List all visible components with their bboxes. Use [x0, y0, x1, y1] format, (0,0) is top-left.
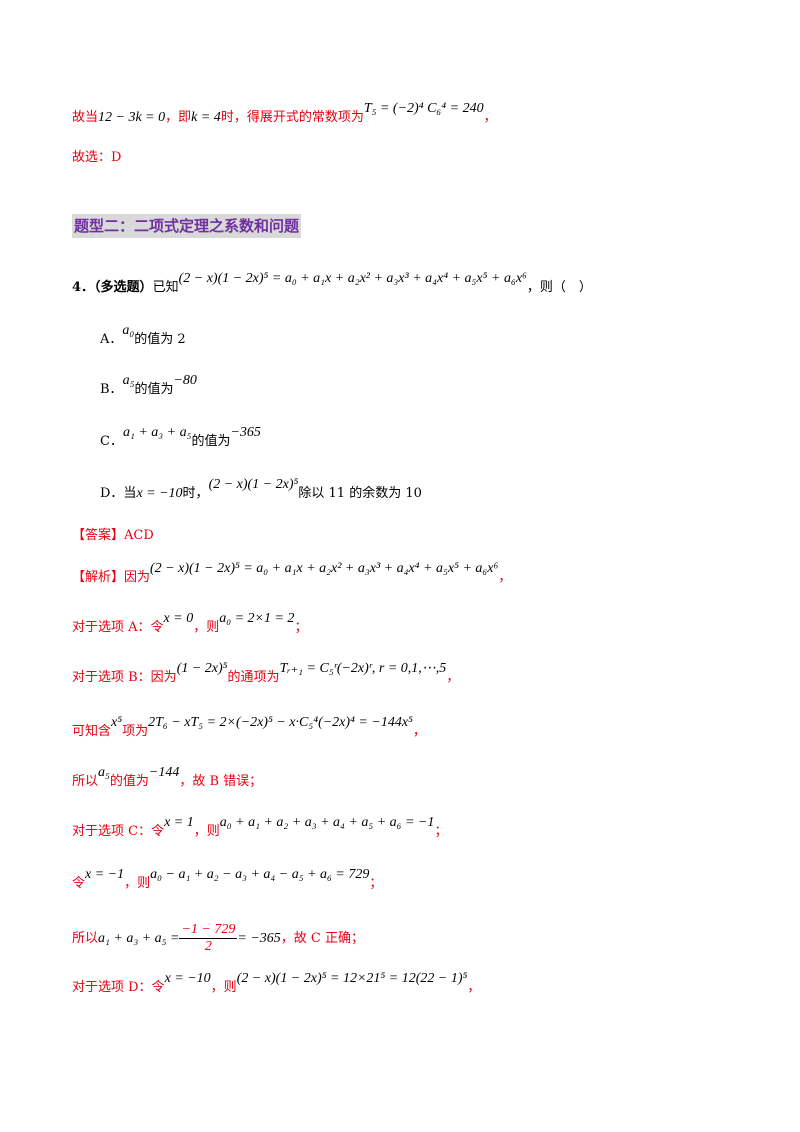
fraction-denominator: 2 — [204, 939, 212, 954]
solution-line-9: 对于选项 D：令x = −10，则(2 − x)(1 − 2x)⁵ = 12×2… — [72, 971, 481, 998]
text: ； — [434, 824, 448, 839]
text: ，则 — [124, 876, 151, 891]
text: 时， — [182, 486, 209, 501]
equation: Tᵣ₊₁ = C₅ʳ(−2x)ʳ, r = 0,1,⋯,5 — [279, 661, 447, 676]
question-number: 4． — [72, 280, 95, 295]
equation: −365 — [230, 425, 261, 440]
equation: a₀ + a₁ + a₂ + a₃ + a₄ + a₅ + a₆ = −1 — [219, 815, 435, 830]
equation: a₅ — [98, 765, 110, 780]
option-b: B．a₅的值为−80 — [100, 373, 197, 400]
equation: k = 4 — [191, 110, 221, 125]
equation: (2 − x)(1 − 2x)⁵ = 12×21⁵ = 12(22 − 1)⁵ — [236, 971, 468, 986]
text: ； — [294, 620, 308, 635]
text: 除以 11 的余数为 10 — [298, 486, 422, 501]
text: 对于选项 D：令 — [72, 980, 165, 995]
solution-line-6: 对于选项 C：令x = 1，则a₀ + a₁ + a₂ + a₃ + a₄ + … — [72, 815, 448, 842]
equation: x⁵ — [111, 715, 123, 730]
equation: (2 − x)(1 − 2x)⁵ = a₀ + a₁x + a₂x² + a₃x… — [150, 561, 499, 576]
text: ， — [483, 110, 497, 125]
equation: x = −1 — [85, 867, 125, 882]
equation: a₅ — [122, 373, 135, 388]
equation: (1 − 2x)⁵ — [176, 661, 228, 676]
text: 的通项为 — [227, 670, 280, 685]
solution-line-3: 对于选项 B：因为(1 − 2x)⁵的通项为Tᵣ₊₁ = C₅ʳ(−2x)ʳ, … — [72, 661, 460, 688]
text: 令 — [72, 876, 86, 891]
text: 所以 — [72, 774, 99, 789]
section-heading: 题型二：二项式定理之系数和问题 — [72, 214, 302, 238]
text: ，故 B 错误； — [179, 774, 263, 789]
text: 对于选项 B：因为 — [72, 670, 177, 685]
text: 已知 — [152, 280, 179, 295]
text: ，即 — [165, 110, 192, 125]
equation: (2 − x)(1 − 2x)⁵ — [208, 477, 299, 492]
option-c: C．a₁ + a₃ + a₅的值为−365 — [100, 425, 261, 452]
text: ， — [412, 724, 426, 739]
equation: a₀ = 2×1 = 2 — [219, 611, 295, 626]
text: 时，得展开式的常数项为 — [220, 110, 364, 125]
equation: a₁ + a₃ + a₅ — [122, 425, 192, 440]
text: ， — [498, 570, 512, 585]
equation: T₅ = (−2)⁴ C₆⁴ = 240 — [363, 101, 484, 116]
answer: 【答案】ACD — [72, 526, 154, 546]
equation: = −365 — [237, 931, 281, 946]
text: 故当 — [72, 110, 99, 125]
equation: 2T₆ − xT₅ = 2×(−2x)⁵ − x·C₅⁴(−2x)⁴ = −14… — [148, 715, 413, 730]
text: 对于选项 C：令 — [72, 824, 165, 839]
option-label: B． — [100, 382, 123, 397]
solution-choice: 故选：D — [72, 148, 121, 168]
text: 的值为 — [134, 382, 174, 397]
text: ， — [467, 980, 481, 995]
text: ，则 — [193, 824, 220, 839]
text: ， — [446, 670, 460, 685]
option-label: A． — [100, 332, 123, 347]
option-d: D．当x = −10时，(2 − x)(1 − 2x)⁵除以 11 的余数为 1… — [100, 477, 422, 504]
text: ，则（ ） — [526, 280, 592, 295]
text: 的值为 — [191, 434, 231, 449]
question-4-stem: 4．（多选题）已知(2 − x)(1 − 2x)⁵ = a₀ + a₁x + a… — [72, 271, 592, 298]
equation: (2 − x)(1 − 2x)⁵ = a₀ + a₁x + a₂x² + a₃x… — [178, 271, 527, 286]
equation: x = −10 — [136, 486, 183, 501]
equation: a₁ + a₃ + a₅ = — [98, 931, 180, 946]
option-a: A．a₀的值为 2 — [100, 323, 186, 350]
solution-line-7: 令x = −1，则a₀ − a₁ + a₂ − a₃ + a₄ − a₅ + a… — [72, 867, 383, 894]
equation: −144 — [148, 765, 180, 780]
text: 故选：D — [72, 150, 122, 165]
equation: a₀ — [122, 323, 135, 338]
text: ，故 C 正确； — [280, 931, 364, 946]
equation: x = 0 — [163, 611, 194, 626]
option-label: D．当 — [100, 486, 137, 501]
solution-line-4: 可知含x⁵项为2T₆ − xT₅ = 2×(−2x)⁵ − x·C₅⁴(−2x)… — [72, 715, 426, 742]
text: 【解析】因为 — [72, 570, 151, 585]
equation: x = 1 — [164, 815, 194, 830]
question-tag: （多选题） — [94, 280, 153, 295]
text: 的值为 2 — [134, 332, 186, 347]
text: 可知含 — [72, 724, 112, 739]
solution-line-5: 所以a₅的值为−144，故 B 错误； — [72, 765, 263, 792]
option-label: C． — [100, 434, 123, 449]
equation: x = −10 — [164, 971, 211, 986]
text: 的值为 — [109, 774, 149, 789]
text: 对于选项 A：令 — [72, 620, 164, 635]
text: 项为 — [122, 724, 149, 739]
text: ，则 — [210, 980, 237, 995]
solution-line-1: 【解析】因为(2 − x)(1 − 2x)⁵ = a₀ + a₁x + a₂x²… — [72, 561, 512, 588]
answer-label: 【答案】ACD — [72, 528, 154, 543]
text: ，则 — [193, 620, 220, 635]
solution-line-constant-term: 故当12 − 3k = 0，即k = 4时，得展开式的常数项为T₅ = (−2)… — [72, 101, 497, 128]
solution-line-2: 对于选项 A：令x = 0，则a₀ = 2×1 = 2； — [72, 611, 308, 638]
fraction-numerator: −1 − 729 — [179, 922, 238, 939]
equation: a₀ − a₁ + a₂ − a₃ + a₄ − a₅ + a₆ = 729 — [150, 867, 370, 882]
text: 所以 — [72, 931, 99, 946]
equation: 12 − 3k = 0 — [98, 110, 166, 125]
text: ； — [369, 876, 383, 891]
equation: −80 — [173, 373, 197, 388]
